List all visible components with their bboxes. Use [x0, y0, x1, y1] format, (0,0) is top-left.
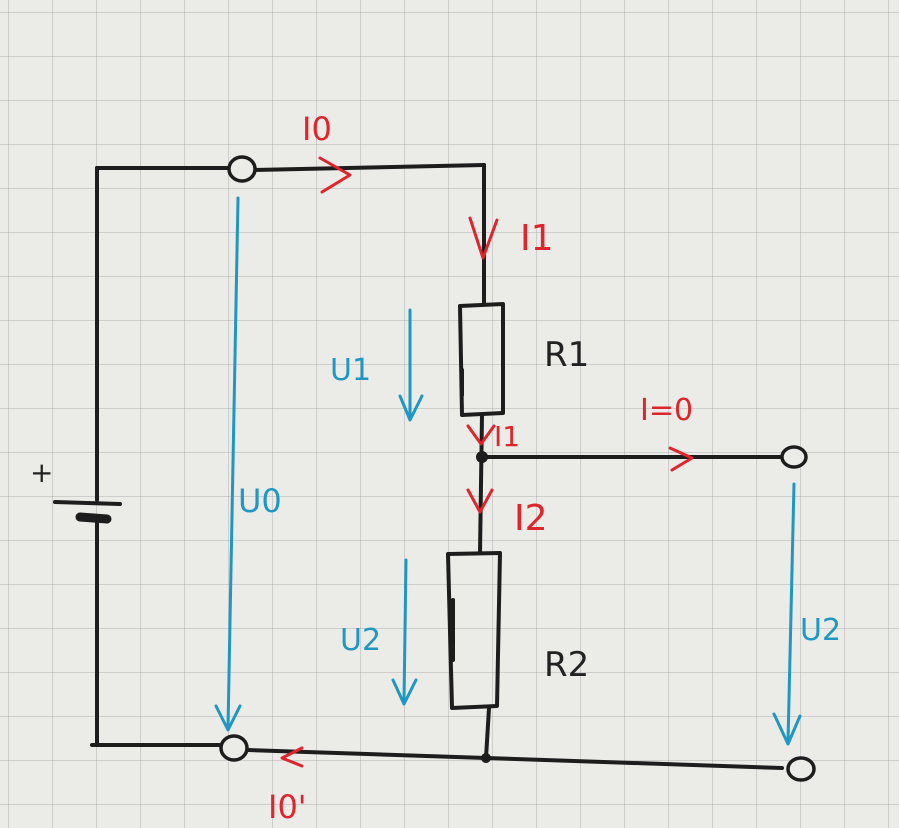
- r1-label: R1: [544, 335, 589, 375]
- battery-short-plate: [75, 512, 112, 524]
- terminal-bottom-left: [219, 734, 249, 762]
- i1-top-label: I1: [520, 218, 554, 259]
- i1-top-arrow-icon: [468, 216, 499, 260]
- junction-dot-bottom: [481, 753, 491, 763]
- r2-label: R2: [544, 645, 589, 685]
- i0-prime-label: I0': [268, 788, 307, 826]
- u1-arrow-icon: [398, 308, 424, 422]
- u2-left-arrow-icon: [391, 558, 418, 706]
- wire-r1-r2: [478, 413, 484, 555]
- wire-top-right: [252, 163, 486, 172]
- terminal-out-top: [780, 445, 808, 469]
- i2-arrow-icon: [466, 488, 494, 514]
- battery-long-plate: [53, 500, 122, 506]
- i0-label: I0: [302, 110, 332, 148]
- u2-right-label: U2: [800, 613, 841, 648]
- i0-prime-arrow-icon: [280, 746, 304, 768]
- u2-left-label: U2: [340, 623, 381, 658]
- u1-label: U1: [330, 353, 371, 388]
- i1-mid-label: I1: [494, 420, 520, 453]
- i-out-arrow-icon: [668, 446, 694, 472]
- i0-arrow-icon: [318, 156, 352, 194]
- i-out-label: I=0: [640, 393, 693, 428]
- voltage-arrows: [214, 196, 802, 746]
- u0-arrow-icon: [214, 196, 242, 732]
- wire-r2-bottom: [484, 706, 491, 760]
- battery-plus-label: +: [30, 456, 53, 489]
- i1-mid-arrow-icon: [466, 424, 496, 446]
- current-arrows: [280, 156, 694, 768]
- wire-bottom-right: [246, 748, 784, 770]
- terminals: [219, 155, 816, 782]
- terminal-out-bottom: [786, 756, 816, 782]
- u0-label: U0: [238, 482, 282, 520]
- terminal-top-left: [227, 155, 257, 183]
- i2-label: I2: [514, 498, 548, 539]
- battery-icon: [53, 500, 122, 524]
- junction-dot-middle: [476, 451, 488, 463]
- u2-right-arrow-icon: [772, 482, 802, 746]
- resistor-r1-icon: [458, 302, 505, 417]
- resistor-r2-icon: [446, 551, 502, 710]
